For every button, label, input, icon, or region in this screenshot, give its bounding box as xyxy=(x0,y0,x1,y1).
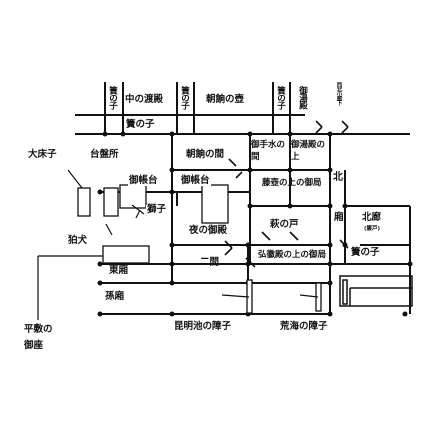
label-araumi-no-shoji: 荒海の障子 xyxy=(280,321,328,332)
label-yoru-no-otodo: 夜の御殿 xyxy=(188,225,229,236)
label-sunoko-upper: 簀の子 xyxy=(125,119,156,130)
label-sunoko-right-top: 簀の子 xyxy=(275,86,286,109)
label-fujitsubo-no-ue: 藤壺の上の御局 xyxy=(262,178,322,188)
michodai-right-box xyxy=(201,184,229,224)
label-michodai-left: 御帳台 xyxy=(128,175,159,186)
label-ochozu-no-ma: 御手水の間 xyxy=(251,140,286,162)
label-michodai-right: 御帳台 xyxy=(180,175,211,186)
label-nima: 二間 xyxy=(200,257,220,268)
label-oyudono-top: 御湯殿 xyxy=(297,86,308,109)
label-hagi-no-to: 萩の戸 xyxy=(270,219,299,230)
label-hisashi: 廂 xyxy=(334,212,344,223)
label-kokiden-no-ue: 弘徽殿の上の御局 xyxy=(258,250,327,260)
label-naka-no-watadono: 中の渡殿 xyxy=(125,94,164,105)
label-kitarou-sub: (簾戸) xyxy=(364,226,381,232)
label-higashi-bisashi: 東廂 xyxy=(108,265,130,276)
hirashiki-box xyxy=(102,245,150,264)
label-sunoko-mid-top: 簀の子 xyxy=(179,86,190,109)
label-komainu: 狛犬 xyxy=(68,235,88,246)
label-konmeichi-no-shoji: 昆明池の障子 xyxy=(174,321,232,332)
label-kita: 北 xyxy=(333,172,343,183)
oyuka-bench-left xyxy=(77,187,91,217)
label-asagarei-no-ma: 朝餉の間 xyxy=(186,149,225,160)
label-shishi: 獅子 xyxy=(146,204,168,215)
label-kitarou: 北廊 xyxy=(362,212,382,223)
label-right-small-vertical: 西北小廊下 xyxy=(335,82,342,105)
label-sunoko-north-top: 簀の子 xyxy=(107,86,118,109)
label-daibandokoro: 台盤所 xyxy=(90,149,119,160)
oyuka-bench-right xyxy=(103,187,119,217)
label-magobisashi: 孫廂 xyxy=(105,291,125,302)
label-sunoko-lower-right: 簀の子 xyxy=(350,247,381,258)
label-oyuka: 大床子 xyxy=(28,149,57,160)
label-oyudono-no-ue: 御湯殿の上 xyxy=(291,140,326,162)
michodai-left-box xyxy=(119,184,147,209)
label-hirashiki-no-omashi: 平敷の御座 xyxy=(24,324,53,351)
label-asagarei-no-tsubo: 朝餉の壺 xyxy=(206,94,245,105)
